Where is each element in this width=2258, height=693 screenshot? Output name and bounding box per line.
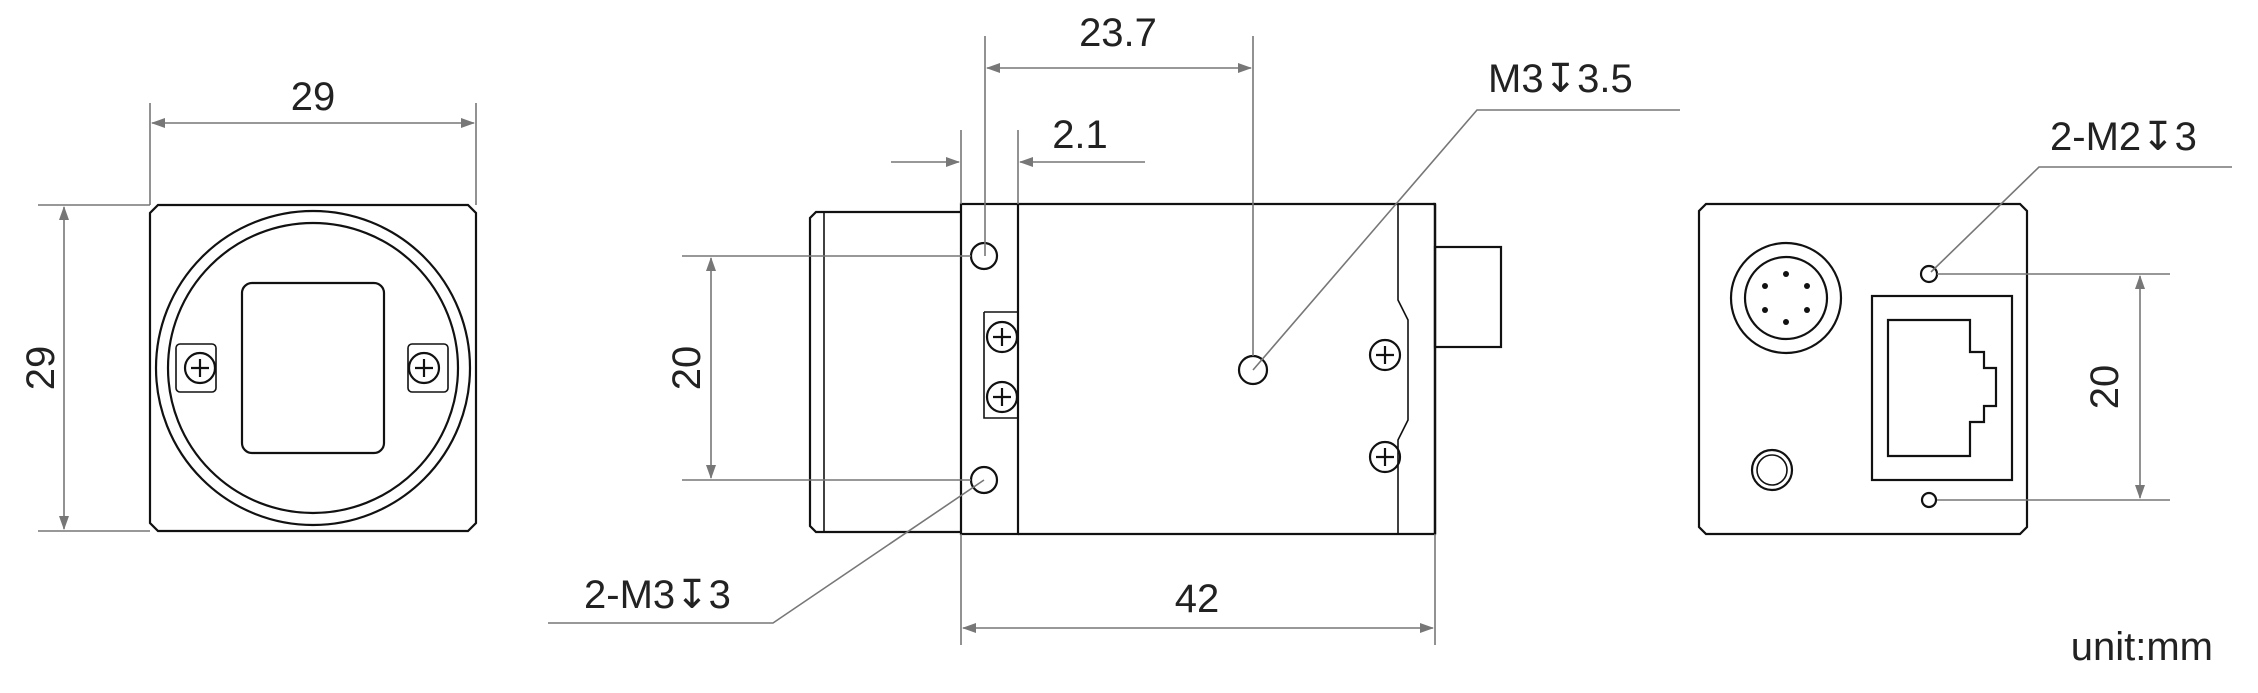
power-connector-inner <box>1743 255 1829 341</box>
front-width-label: 29 <box>291 75 336 119</box>
rear-view: 2-M2↧3 20 <box>1697 115 2232 536</box>
power-connector-pins-icon <box>1762 271 1810 325</box>
side-hole-leader <box>548 479 985 624</box>
flange-label: 2.1 <box>1052 113 1108 157</box>
power-connector-outer <box>1729 241 1843 355</box>
front-plate-hole <box>969 241 999 271</box>
side-height-label: 20 <box>665 346 709 391</box>
screw-icon <box>1368 338 1402 372</box>
screw-icon <box>1368 440 1402 474</box>
side-hole-label: 2-M3↧3 <box>584 573 731 617</box>
length-label: 42 <box>1175 577 1220 621</box>
front-height-label: 29 <box>19 346 63 391</box>
screw-icon <box>407 351 441 385</box>
front-body-outline <box>148 203 478 533</box>
screw-icon <box>183 351 217 385</box>
rear-hole-label: 2-M2↧3 <box>2050 115 2197 159</box>
rear-height-label: 20 <box>2083 365 2127 410</box>
ethernet-port-frame <box>1870 294 2014 482</box>
front-plate <box>959 202 1020 536</box>
rear-hole-leader <box>1930 166 2232 273</box>
top-hole-label: M3↧3.5 <box>1488 57 1633 101</box>
ethernet-port-icon <box>1886 318 1998 458</box>
offset-label: 23.7 <box>1079 11 1157 55</box>
lens-mount-outer-ring <box>154 209 472 527</box>
side-body-outline <box>1018 202 1437 536</box>
unit-label: unit:mm <box>2071 625 2213 669</box>
screw-icon <box>985 320 1019 354</box>
rear-body-outline <box>1697 202 2029 536</box>
side-view: 23.7 2.1 20 42 M3↧3.5 2-M3↧3 <box>548 11 1680 645</box>
rear-mount-hole <box>1920 491 1938 509</box>
front-view: 29 29 <box>19 75 478 533</box>
top-hole-leader <box>1252 109 1680 371</box>
status-led <box>1750 448 1794 492</box>
lens-mount-inner-ring <box>166 221 460 515</box>
screw-icon <box>985 380 1019 414</box>
side-connector-block <box>1433 245 1503 349</box>
lens-mount-cylinder <box>808 210 961 534</box>
sensor-window <box>240 281 386 455</box>
